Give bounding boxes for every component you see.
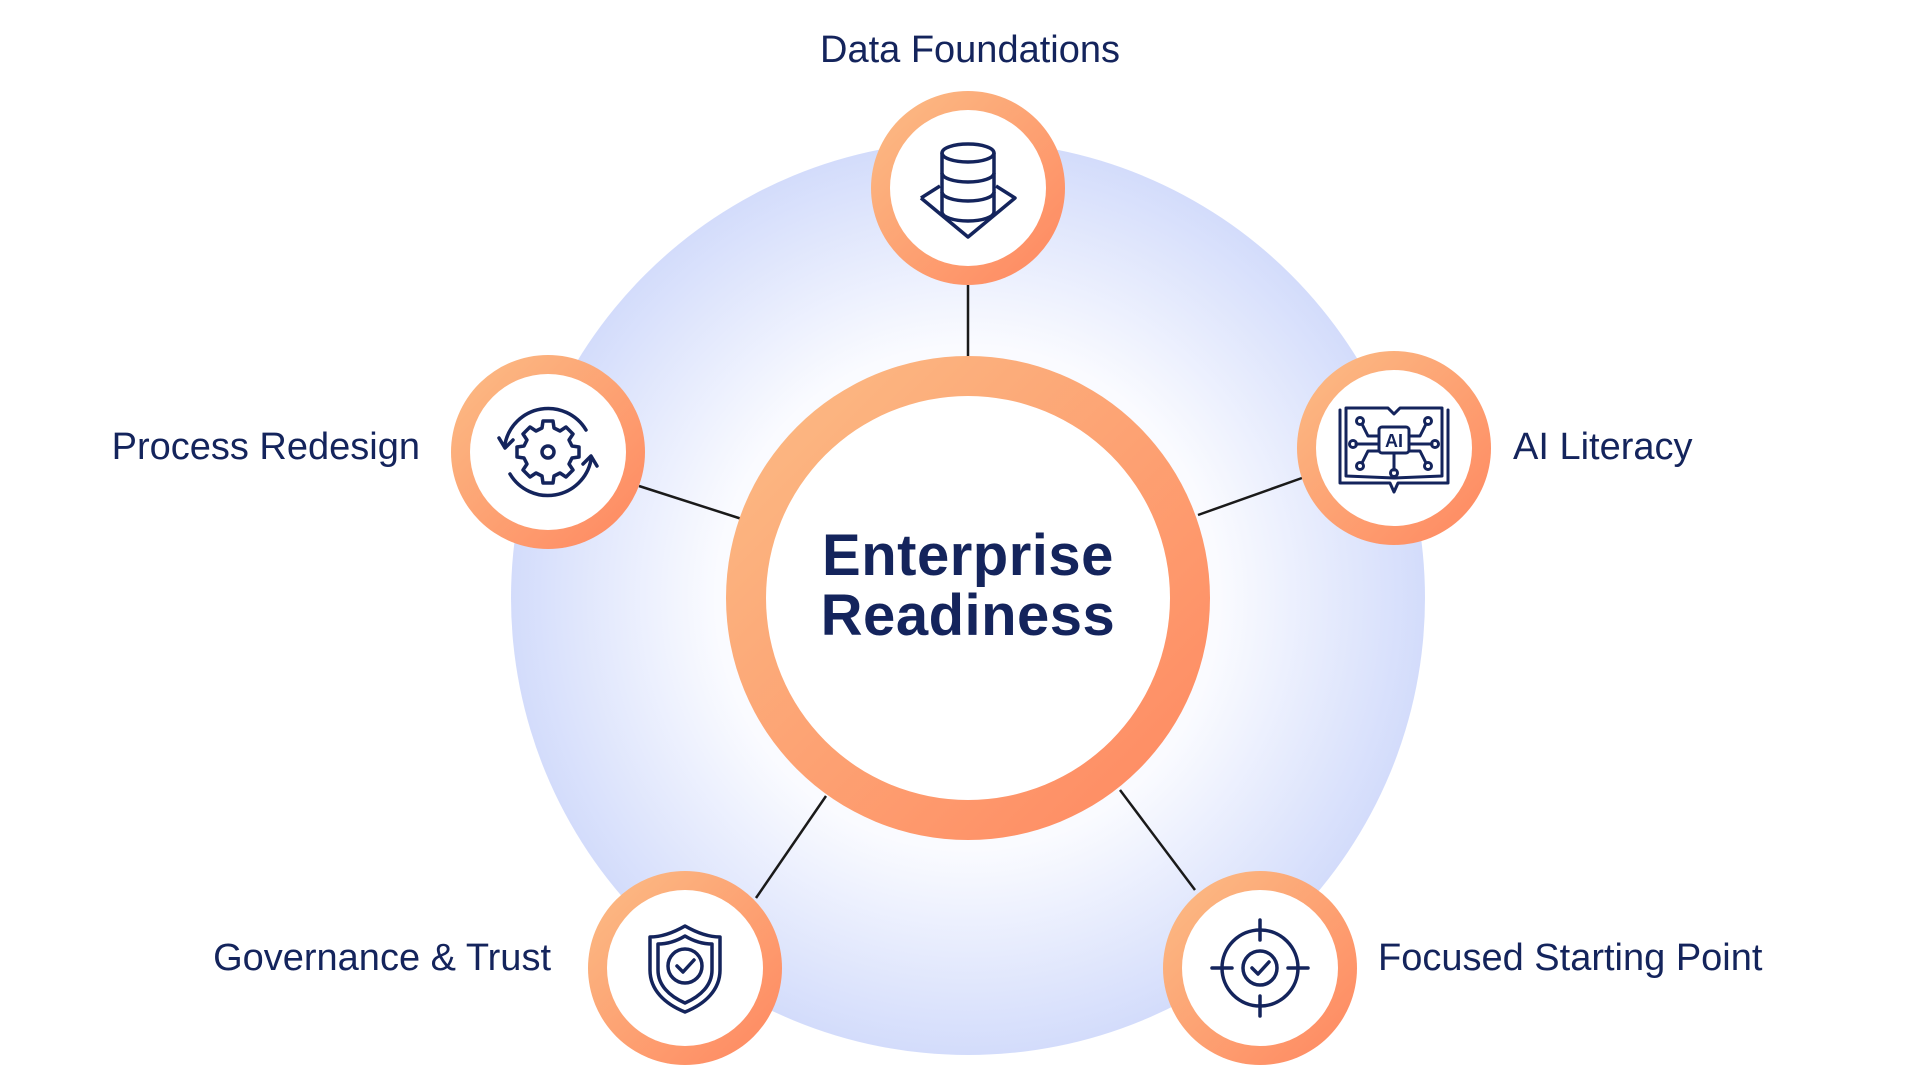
label-focused-starting-point: Focused Starting Point: [1378, 937, 1763, 979]
target-check-icon: [1210, 918, 1310, 1018]
label-data-foundations: Data Foundations: [820, 29, 1120, 71]
center-title: Enterprise Readiness: [768, 526, 1168, 646]
label-ai-literacy: AI Literacy: [1513, 426, 1693, 468]
gear-cycle-icon: [497, 406, 599, 498]
node-data-foundations: [871, 91, 1065, 285]
label-process-redesign: Process Redesign: [111, 426, 420, 468]
node-ai-literacy: AI: [1297, 351, 1491, 545]
connector-lines: [638, 285, 1303, 899]
center-title-line2: Readiness: [820, 583, 1116, 648]
ai-icon-text: AI: [1385, 431, 1403, 451]
ai-book-icon: AI: [1338, 406, 1450, 494]
center-node: [726, 356, 1210, 840]
connector-governance-trust: [754, 795, 828, 899]
database-icon: [919, 142, 1017, 239]
node-focused-starting-point: [1163, 871, 1357, 1065]
node-governance-trust: [588, 871, 782, 1065]
label-governance-trust: Governance & Trust: [213, 937, 551, 979]
node-process-redesign: [451, 355, 645, 549]
shield-check-icon: [648, 924, 722, 1014]
center-title-line1: Enterprise: [822, 523, 1114, 588]
connector-focused-starting-point: [1119, 789, 1196, 891]
connector-process-redesign: [638, 484, 746, 522]
connector-ai-literacy: [1197, 476, 1303, 517]
